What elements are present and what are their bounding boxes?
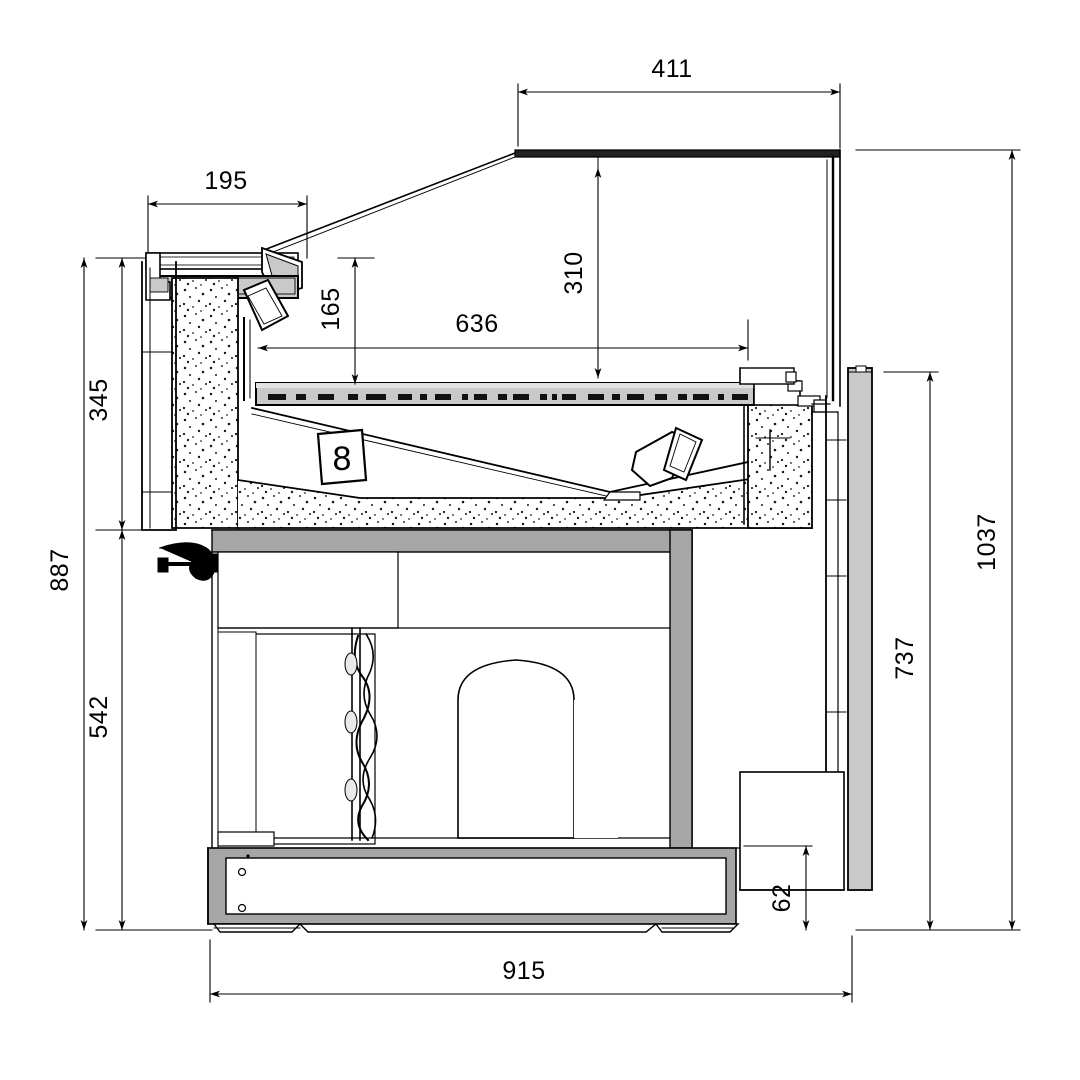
- rear-outer-panel: [847, 365, 873, 891]
- dimension-label-737: 737: [891, 636, 919, 679]
- deck-perforations: [268, 394, 748, 400]
- dimension-label-411: 411: [651, 55, 692, 83]
- display-well-base: [236, 468, 814, 529]
- dimension-label-310: 310: [560, 251, 588, 294]
- dimension-label-636: 636: [455, 310, 498, 338]
- dimension-label-887: 887: [46, 548, 74, 591]
- dimension-overall-depth: [209, 935, 853, 1003]
- dimension-overall-height: [855, 149, 1021, 931]
- front-wall-insulation: [171, 277, 239, 529]
- rear-wall-insulation: [743, 399, 813, 529]
- rear-lower-box: [735, 771, 845, 891]
- dimension-label-345: 345: [85, 378, 113, 421]
- dimension-deck-depth: [257, 319, 749, 361]
- front-outer-skin: [141, 261, 177, 531]
- shelf-support-bracket: [630, 426, 704, 488]
- dimension-label-62: 62: [768, 884, 796, 913]
- dimension-label-165: 165: [317, 287, 345, 330]
- rear-glass-panel: [826, 149, 841, 407]
- dimension-upper-left-width: [147, 195, 308, 259]
- air-deflector-blade: [242, 278, 290, 401]
- callout-label-8: 8: [333, 440, 352, 478]
- canopy-top-panel: [262, 149, 841, 255]
- dimension-top-width: [517, 83, 841, 149]
- dimension-label-1037: 1037: [973, 513, 1001, 571]
- dimension-front-opening-height: [337, 257, 375, 385]
- drain-spout-fitting: [157, 542, 218, 581]
- coil-tube-assembly: [344, 627, 378, 842]
- compressor-unit: [457, 659, 619, 839]
- plinth-base: [207, 847, 740, 933]
- dimension-rear-panel-height: [883, 371, 939, 931]
- callout-balloon-8: [316, 428, 368, 486]
- perforated-display-deck: [255, 380, 827, 413]
- dimension-label-915: 915: [502, 957, 545, 985]
- dimension-label-542: 542: [85, 695, 113, 738]
- dimension-body-height-chain: [95, 257, 213, 931]
- dimension-label-195: 195: [204, 167, 247, 195]
- drain-pan: [250, 406, 750, 501]
- dimension-plinth-height: [743, 845, 813, 931]
- deck-end-connector: [739, 367, 797, 385]
